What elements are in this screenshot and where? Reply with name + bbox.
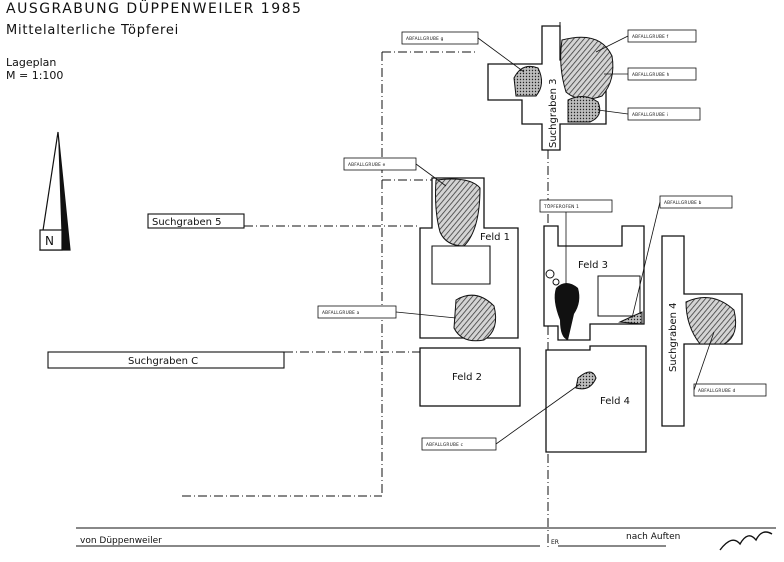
scale-label: M = 1:100 bbox=[6, 69, 64, 82]
road bbox=[76, 527, 776, 547]
toepferofen-label: TÖPFEROFEN 1 bbox=[543, 203, 579, 210]
road-to-label: nach Auften bbox=[626, 532, 680, 542]
abfallgrube-a-label: ABFALLGRUBE a bbox=[322, 310, 360, 316]
abfallgrube-f-shape bbox=[560, 36, 614, 100]
plan-type-label: Lageplan bbox=[6, 56, 57, 69]
suchgraben-5-box bbox=[147, 213, 245, 229]
plan-title: AUSGRABUNG DÜPPENWEILER 1985 bbox=[6, 1, 303, 17]
pit-labels bbox=[317, 29, 767, 451]
signature-mark bbox=[719, 531, 773, 551]
plan-subtitle: Mittelalterliche Töpferei bbox=[6, 23, 180, 38]
feld-2-area bbox=[419, 347, 521, 407]
feld-1-area: Feld 1 bbox=[419, 177, 519, 342]
road-km-label: ER bbox=[551, 539, 559, 546]
feld-1-label: Feld 1 bbox=[480, 232, 510, 243]
suchgraben-c-box bbox=[47, 351, 285, 369]
abfallgrube-h-label: ABFALLGRUBE h bbox=[632, 72, 670, 78]
north-label: N bbox=[45, 234, 54, 248]
feld-3-area: Feld 3 bbox=[543, 225, 645, 341]
abfallgrube-g-shape bbox=[513, 65, 542, 97]
north-arrow: N bbox=[39, 131, 71, 251]
abfallgrube-i-label: ABFALLGRUBE i bbox=[632, 112, 668, 118]
feld-2-label: Feld 2 bbox=[452, 372, 482, 383]
abfallgrube-e-label: ABFALLGRUBE e bbox=[348, 162, 386, 168]
suchgraben-5-label: Suchgraben 5 bbox=[152, 217, 222, 228]
abfallgrube-g-label: ABFALLGRUBE g bbox=[406, 36, 444, 42]
suchgraben-4-label: Suchgraben 4 bbox=[668, 303, 679, 373]
abfallgrube-i-shape bbox=[567, 96, 601, 123]
feld-4-label: Feld 4 bbox=[600, 396, 630, 407]
feld-4-area: Feld 4 bbox=[545, 345, 647, 453]
abfallgrube-f-label: ABFALLGRUBE f bbox=[632, 34, 669, 40]
road-from-label: von Düppenweiler bbox=[80, 536, 162, 546]
feld-3-label: Feld 3 bbox=[578, 260, 608, 271]
suchgraben-3-label: Suchgraben 3 bbox=[548, 79, 559, 149]
suchgraben-4-trench: Suchgraben 4 bbox=[661, 235, 743, 427]
suchgraben-c-label: Suchgraben C bbox=[128, 356, 198, 367]
abfallgrube-b-label: ABFALLGRUBE b bbox=[664, 200, 702, 206]
abfallgrube-c-label: ABFALLGRUBE c bbox=[426, 442, 464, 448]
abfallgrube-d-label: ABFALLGRUBE d bbox=[698, 388, 736, 394]
